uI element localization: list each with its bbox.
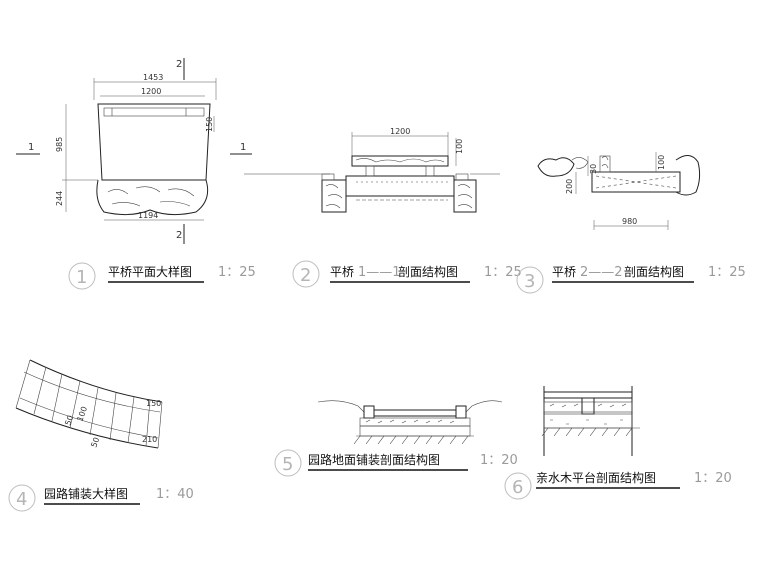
detail-5-scale: 1：20 <box>480 453 518 468</box>
section-mark-1-left: 1 <box>28 142 34 153</box>
detail-5-section-drawing <box>317 400 503 445</box>
detail-6-label: 6 亲水木平台剖面结构图 1：20 <box>504 470 732 500</box>
dim-30-deck: 30 <box>589 164 598 174</box>
dim-985: 985 <box>55 137 64 152</box>
dim-50-path-a: 50 <box>63 414 75 427</box>
dim-100-deck: 100 <box>657 155 666 170</box>
detail-2-title-c: 剖面结构图 <box>398 264 458 279</box>
detail-2-scale: 1：25 <box>484 265 522 280</box>
detail-2-section-drawing: 1200 100 <box>244 127 500 213</box>
detail-3-title-section: 2——2 <box>580 265 623 280</box>
detail-6-section-drawing <box>541 386 640 456</box>
dim-150: 150 <box>205 117 214 132</box>
dim-1194: 1194 <box>138 211 158 220</box>
detail-3-title-c: 剖面结构图 <box>624 264 684 279</box>
detail-1-label: 1 平桥平面大样图 1：25 <box>68 262 256 290</box>
detail-3-number-circle <box>516 266 544 294</box>
detail-5-number-circle <box>274 449 302 477</box>
detail-1-number-circle <box>68 262 96 290</box>
detail-1-scale: 1：25 <box>218 265 256 280</box>
detail-1-plan-drawing: 2 2 1 1 1453 1200 985 244 150 1194 <box>16 58 252 244</box>
detail-4-number-circle <box>8 484 36 512</box>
detail-1-number: 1 <box>76 267 87 288</box>
detail-2-title-a: 平桥 <box>330 265 354 279</box>
dim-100-path: 100 <box>75 405 89 422</box>
section-mark-1-right: 1 <box>240 142 246 153</box>
detail-3-label: 3 平桥 2——2 剖面结构图 1：25 <box>516 264 746 294</box>
detail-1-title: 平桥平面大样图 <box>108 264 192 279</box>
detail-3-section-drawing: 200 30 100 980 <box>537 152 701 230</box>
detail-2-number: 2 <box>300 265 311 286</box>
detail-5-number: 5 <box>282 454 293 475</box>
dim-100-section: 100 <box>455 139 464 154</box>
dim-150-path: 150 <box>146 399 161 408</box>
dim-1200-section: 1200 <box>390 127 410 136</box>
dim-244: 244 <box>55 191 64 206</box>
dim-980: 980 <box>622 217 637 226</box>
detail-3-scale: 1：25 <box>708 265 746 280</box>
detail-6-number-circle <box>504 472 532 500</box>
detail-4-number: 4 <box>16 489 27 510</box>
detail-4-title: 园路铺装大样图 <box>44 486 128 501</box>
section-mark-2-top: 2 <box>176 59 182 70</box>
detail-4-scale: 1：40 <box>156 487 194 502</box>
detail-3-title-a: 平桥 <box>552 265 576 279</box>
dim-210-path: 210 <box>142 435 157 444</box>
detail-2-label: 2 平桥 1——1 剖面结构图 1：25 <box>292 260 522 288</box>
detail-6-number: 6 <box>512 477 523 498</box>
detail-4-label: 4 园路铺装大样图 1：40 <box>8 484 194 512</box>
detail-5-label: 5 园路地面铺装剖面结构图 1：20 <box>274 449 518 477</box>
detail-6-scale: 1：20 <box>694 471 732 486</box>
detail-4-path-drawing: 150 100 50 210 50 <box>15 359 163 449</box>
detail-2-number-circle <box>292 260 320 288</box>
dim-50-path-b: 50 <box>89 436 101 449</box>
dim-1200: 1200 <box>141 87 161 96</box>
dim-1453: 1453 <box>143 73 163 82</box>
detail-2-title-section: 1——1 <box>358 265 401 280</box>
detail-5-title: 园路地面铺装剖面结构图 <box>308 452 440 467</box>
section-mark-2-bottom: 2 <box>176 230 182 241</box>
detail-3-number: 3 <box>524 271 535 292</box>
detail-6-title: 亲水木平台剖面结构图 <box>536 470 656 485</box>
dim-200-deck: 200 <box>565 179 574 194</box>
